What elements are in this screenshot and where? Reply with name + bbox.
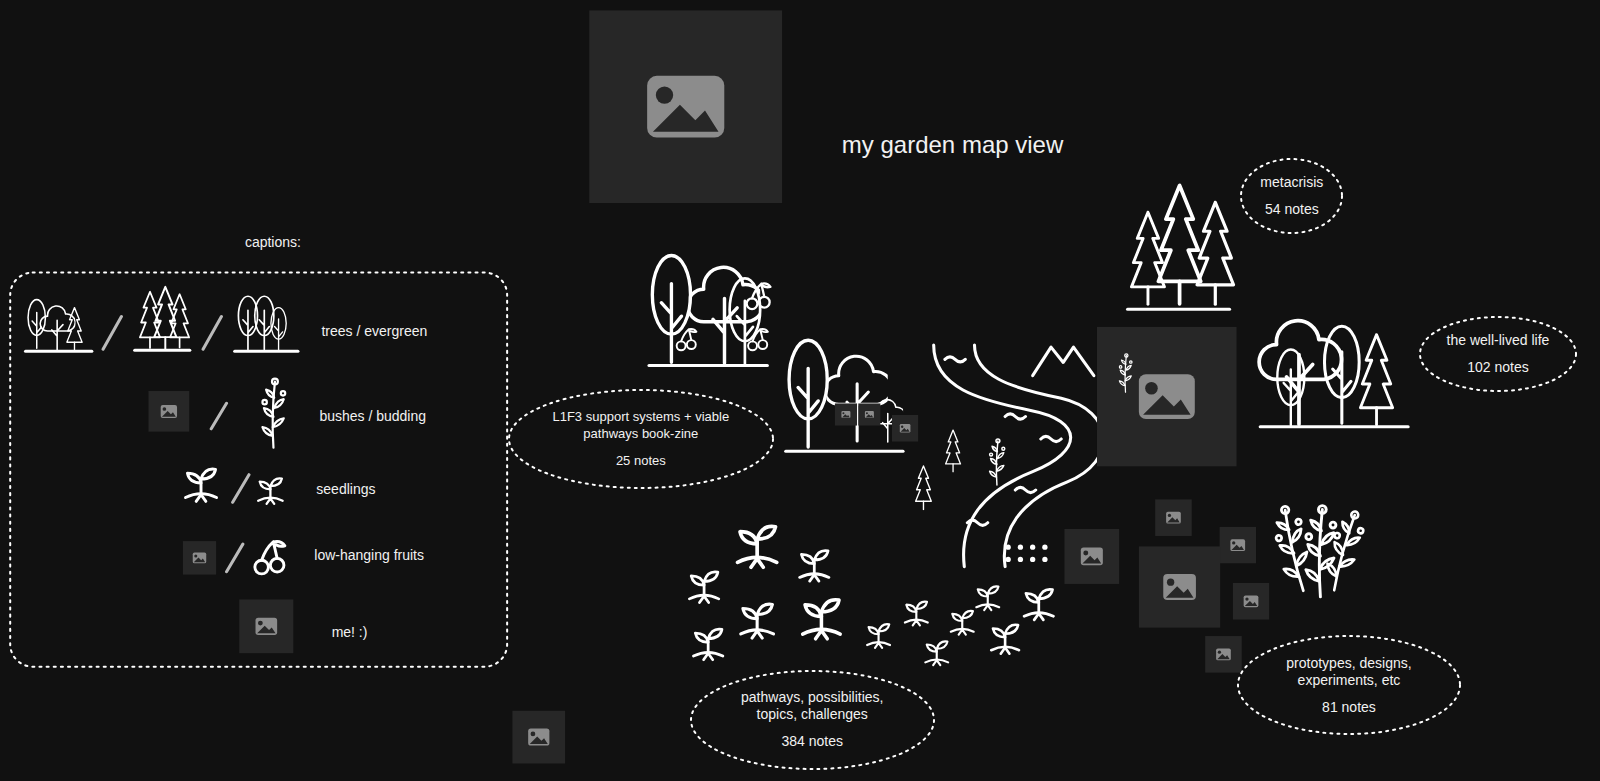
note-count: 384 notes bbox=[730, 733, 895, 750]
legend-entry: low-hanging fruits bbox=[314, 547, 424, 564]
topic-text: prototypes, designs, experiments, etc 81 … bbox=[1274, 655, 1424, 716]
map-title: my garden map view bbox=[842, 131, 1063, 159]
topic-ellipse: the well-lived life 102 notes bbox=[1418, 315, 1578, 393]
legend-entry: trees / evergreen bbox=[321, 323, 427, 340]
legend-entry: me! :) bbox=[332, 624, 368, 641]
topic-name: prototypes, designs, experiments, etc bbox=[1274, 655, 1424, 689]
topic-ellipse: prototypes, designs, experiments, etc 81 … bbox=[1236, 634, 1462, 736]
ellipse-outline bbox=[1420, 317, 1576, 391]
topic-ellipse: pathways, possibilities, topics, challen… bbox=[689, 669, 936, 771]
ellipse-outline bbox=[1241, 159, 1342, 233]
legend-entry: bushes / budding bbox=[319, 408, 426, 425]
topic-text: metacrisis 54 notes bbox=[1260, 174, 1323, 218]
note-count: 102 notes bbox=[1447, 359, 1550, 376]
topic-name: pathways, possibilities, topics, challen… bbox=[730, 689, 895, 723]
topic-name: the well-lived life bbox=[1447, 332, 1550, 349]
ellipse-outline bbox=[1238, 636, 1460, 734]
topic-name: metacrisis bbox=[1260, 174, 1323, 191]
note-count: 54 notes bbox=[1260, 201, 1323, 218]
topic-ellipse: L1F3 support systems + viable pathways b… bbox=[507, 388, 775, 490]
topic-ellipse: metacrisis 54 notes bbox=[1239, 157, 1344, 235]
ellipse-outline bbox=[509, 390, 773, 488]
legend-heading: captions: bbox=[245, 234, 301, 250]
legend-entry: seedlings bbox=[316, 481, 375, 498]
topic-text: L1F3 support systems + viable pathways b… bbox=[551, 408, 731, 469]
note-count: 81 notes bbox=[1274, 699, 1424, 716]
topic-text: pathways, possibilities, topics, challen… bbox=[730, 689, 895, 750]
topic-name: L1F3 support systems + viable pathways b… bbox=[551, 408, 731, 442]
note-count: 25 notes bbox=[551, 452, 731, 469]
ellipse-outline bbox=[691, 671, 934, 769]
dashed-ellipse bbox=[1418, 315, 1578, 393]
dashed-ellipse bbox=[1239, 157, 1344, 235]
topic-text: the well-lived life 102 notes bbox=[1447, 332, 1550, 376]
